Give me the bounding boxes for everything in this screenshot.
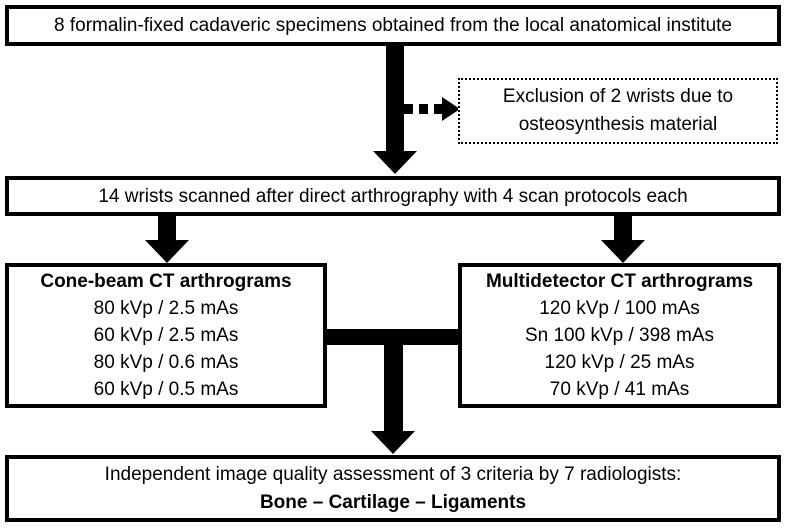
box-wrists: 14 wrists scanned after direct arthrogra… — [5, 176, 781, 216]
box-conebeam-protocol-2: 60 kVp / 2.5 mAs — [93, 325, 239, 346]
dashed-arrow-exclusion-line — [404, 104, 445, 114]
box-assessment: Independent image quality assessment of … — [5, 455, 781, 522]
box-specimens-text: 8 formalin-fixed cadaveric specimens obt… — [54, 15, 732, 36]
box-conebeam-protocol-1: 80 kVp / 2.5 mAs — [93, 298, 239, 319]
arrow-wrists-to-conebeam-stem — [158, 216, 176, 241]
box-conebeam: Cone-beam CT arthrograms 80 kVp / 2.5 mA… — [5, 263, 327, 408]
dashed-arrow-exclusion-head — [442, 97, 460, 121]
box-exclusion-line2: osteosynthesis material — [518, 114, 718, 135]
box-specimens: 8 formalin-fixed cadaveric specimens obt… — [5, 5, 781, 46]
box-exclusion: Exclusion of 2 wrists due to osteosynthe… — [458, 78, 778, 144]
box-conebeam-protocol-3: 80 kVp / 0.6 mAs — [93, 352, 239, 373]
arrow-wrists-to-conebeam-head — [145, 240, 189, 263]
arrow-specimens-to-wrists-head — [373, 151, 417, 174]
box-multidetector-protocol-1: 120 kVp / 100 mAs — [539, 298, 700, 319]
box-wrists-text: 14 wrists scanned after direct arthrogra… — [98, 185, 688, 207]
box-multidetector-protocol-3: 120 kVp / 25 mAs — [544, 352, 695, 373]
arrow-wrists-to-multidetector-stem — [614, 216, 632, 241]
box-conebeam-title: Cone-beam CT arthrograms — [40, 271, 292, 292]
box-multidetector: Multidetector CT arthrograms 120 kVp / 1… — [458, 263, 781, 408]
box-exclusion-line1: Exclusion of 2 wrists due to — [502, 86, 734, 107]
box-multidetector-protocol-2: Sn 100 kVp / 398 mAs — [524, 325, 715, 346]
arrow-wrists-to-multidetector-head — [601, 240, 645, 263]
box-conebeam-protocol-4: 60 kVp / 0.5 mAs — [93, 379, 239, 400]
box-assessment-line1: Independent image quality assessment of … — [104, 463, 682, 485]
arrow-merge-to-assessment-head — [371, 431, 415, 454]
box-multidetector-protocol-4: 70 kVp / 41 mAs — [549, 379, 690, 400]
box-multidetector-title: Multidetector CT arthrograms — [485, 271, 754, 292]
arrow-specimens-to-wrists-stem — [386, 45, 404, 151]
arrow-merge-to-assessment-stem — [384, 334, 403, 432]
box-assessment-line2: Bone – Cartilage – Ligaments — [259, 491, 527, 513]
